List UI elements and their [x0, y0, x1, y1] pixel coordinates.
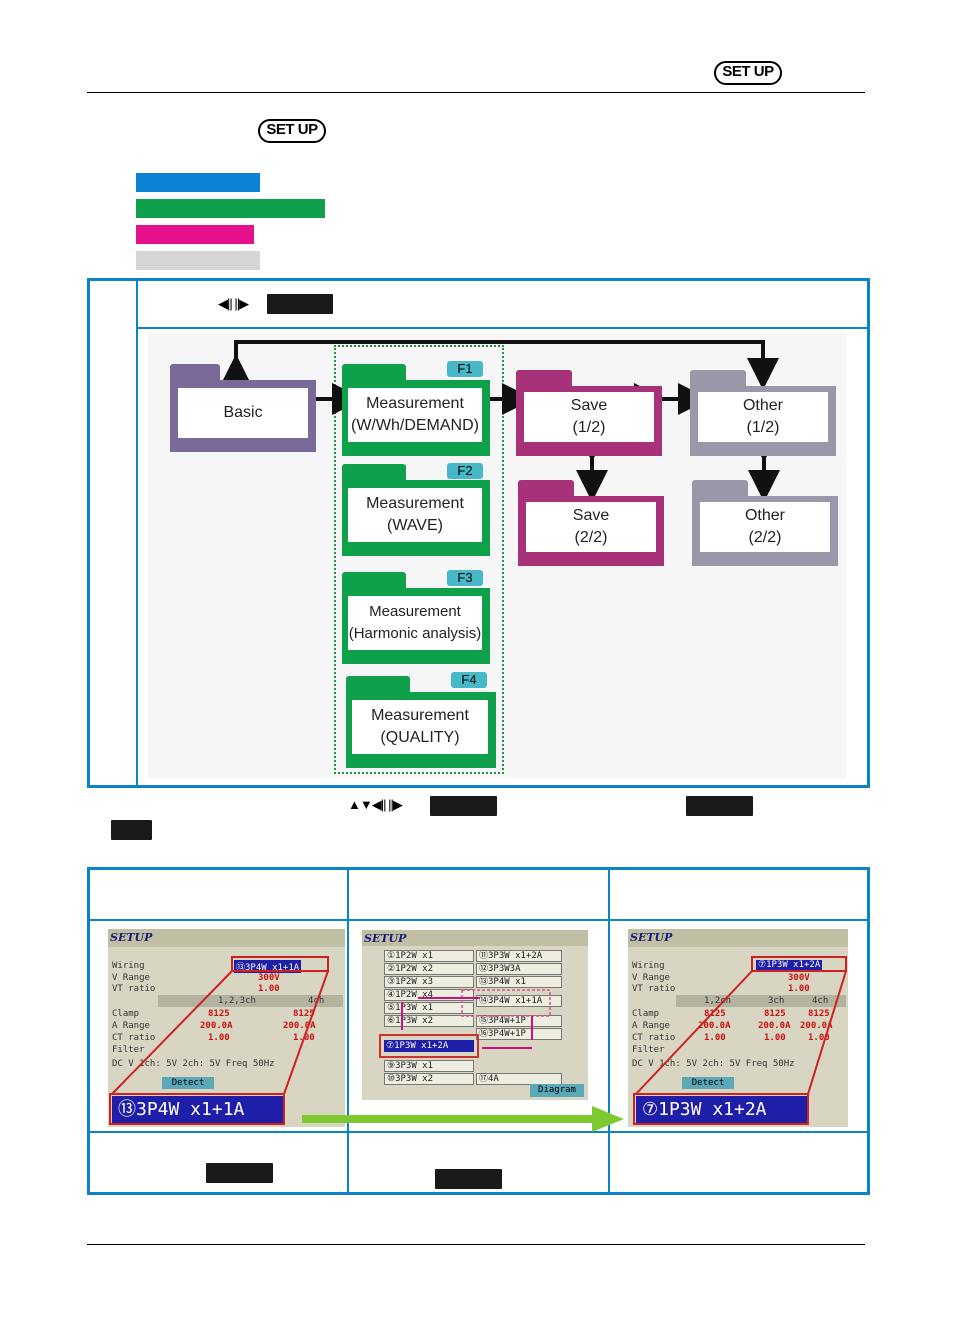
function-key	[111, 820, 152, 840]
zoom-lines	[109, 956, 329, 1125]
folder-measurement-harmonic-label: Measurement(Harmonic analysis)	[348, 596, 482, 650]
folder-save-1-label: Save(1/2)	[524, 392, 654, 442]
folder-measurement-w-label: Measurement(W/Wh/DEMAND)	[348, 388, 482, 442]
table-col-divider-2	[608, 870, 610, 1192]
wiring-example-frame	[87, 867, 870, 1195]
wiring-value: ⑬3P4W x1+1A	[234, 960, 302, 973]
table-row-divider-2	[90, 1131, 867, 1133]
legend-swatch-green	[136, 199, 325, 218]
footer-rule	[87, 1244, 865, 1245]
folder-other-2-label: Other(2/2)	[700, 502, 830, 552]
folder-basic-label: Basic	[178, 388, 308, 438]
table-col-divider-1	[347, 870, 349, 1192]
function-key	[267, 294, 333, 314]
selection-arrows	[379, 989, 551, 1058]
function-key	[206, 1163, 273, 1183]
folder-other-1: Other(1/2)	[690, 370, 836, 456]
function-key	[430, 796, 497, 816]
transition-arrow-icon	[302, 1106, 624, 1132]
folder-measurement-harmonic: Measurement(Harmonic analysis)	[342, 572, 490, 664]
folder-save-1: Save(1/2)	[516, 370, 662, 456]
f2-tag: F2	[447, 463, 483, 479]
wiring-selection-zoom: ⑬3P4W x1+1A	[112, 1096, 284, 1124]
screen-title: SETUP	[110, 931, 153, 944]
folder-other-2: Other(2/2)	[692, 480, 838, 566]
header-rule	[87, 92, 865, 93]
frame-divider-vertical	[136, 281, 138, 785]
folder-measurement-wave: Measurement(WAVE)	[342, 464, 490, 556]
screen-flow-frame	[87, 278, 870, 788]
f4-tag: F4	[451, 672, 487, 688]
folder-measurement-quality-label: Measurement(QUALITY)	[352, 700, 488, 754]
detect-button[interactable]: Detect	[162, 1077, 214, 1089]
wiring-value: ⑦1P3W x1+2A	[756, 960, 823, 970]
folder-save-2-label: Save(2/2)	[526, 502, 656, 552]
legend-swatch-magenta	[136, 225, 254, 244]
zoom-lines	[633, 956, 847, 1125]
folder-basic: Basic	[170, 364, 316, 452]
folder-other-1-label: Other(1/2)	[698, 392, 828, 442]
folder-save-2: Save(2/2)	[518, 480, 664, 566]
f1-tag: F1	[447, 361, 483, 377]
screenshot-after: SETUP Wiring V Range VT ratio ⑦1P3W x1+2…	[628, 929, 848, 1127]
diagram-button[interactable]: Diagram	[530, 1084, 584, 1097]
f3-tag: F3	[447, 570, 483, 586]
selected-wiring-item[interactable]: ⑦1P3W x1+2A	[384, 1040, 474, 1052]
folder-measurement-quality: Measurement(QUALITY)	[346, 676, 496, 768]
cursor-left-right-icon: ◀|| ||▶	[218, 296, 249, 311]
function-key	[435, 1169, 502, 1189]
setup-key-icon: SET UP	[258, 119, 326, 143]
legend-swatch-gray	[136, 251, 260, 270]
folder-measurement-w: Measurement(W/Wh/DEMAND)	[342, 364, 490, 456]
setup-key-icon: SET UP	[714, 61, 782, 85]
measurement-group-border	[334, 345, 504, 774]
legend-swatch-blue	[136, 173, 260, 192]
function-key	[686, 796, 753, 816]
wiring-selection-zoom: ⑦1P3W x1+2A	[636, 1096, 808, 1124]
table-row-divider-1	[90, 919, 867, 921]
screenshot-wiring-list: SETUP ①1P2W x1 ②1P2W x2 ③1P2W x3 ④1P2W x…	[362, 930, 588, 1100]
folder-measurement-wave-label: Measurement(WAVE)	[348, 488, 482, 542]
cursor-keys-icon: ▲▼◀|| ||▶	[348, 797, 403, 812]
screenshot-before: SETUP Wiring V Range VT ratio ⑬3P4W x1+1…	[108, 929, 345, 1127]
frame-divider-horizontal	[138, 327, 867, 329]
detect-button[interactable]: Detect	[682, 1077, 734, 1089]
